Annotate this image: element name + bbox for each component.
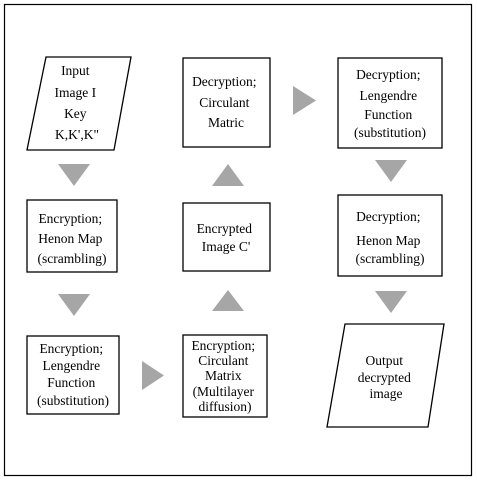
node-shape: [182, 57, 271, 148]
node-shape: [182, 334, 268, 418]
arrow-right-legendre-to-circulant: [142, 361, 164, 390]
arrow-right-circulant-to-legendre: [293, 86, 316, 115]
encryption-circulant-node: Encryption; Circulant Matrix (Multilayer…: [182, 334, 268, 418]
arrow-down-input-to-henon: [58, 164, 90, 186]
arrow-up-encrypted-to-decryption: [212, 164, 244, 186]
node-label: Input Image I Key K,K',K": [55, 63, 100, 142]
outer-frame: [3, 3, 473, 477]
node-shape: [26, 335, 120, 415]
node-label: Decryption; Henon Map (scrambling): [356, 209, 425, 266]
input-image-key-node: Input Image I Key K,K',K": [26, 56, 132, 151]
arrow-up-circulant-to-encrypted: [212, 290, 244, 311]
encryption-henon-node: Encryption; Henon Map (scrambling): [26, 199, 118, 273]
node-label: Output decrypted image: [358, 353, 415, 401]
decryption-legendre-node: Decryption; Lengendre Function (substitu…: [337, 57, 443, 149]
arrow-down-henon-to-output: [375, 291, 407, 313]
node-shape: [182, 202, 271, 272]
arrow-down-legendre-to-henon: [375, 160, 407, 182]
node-shape: [26, 199, 118, 273]
node-label: Decryption; Circulant Matric: [192, 74, 260, 130]
encryption-legendre-node: Encryption; Lengendre Function (substitu…: [26, 335, 120, 415]
node-label: Encryption; Circulant Matrix (Multilayer…: [191, 338, 258, 414]
node-shape: [326, 323, 445, 428]
node-label: Encryption; Henon Map (scrambling): [38, 211, 107, 266]
node-label: Decryption; Lengendre Function (substitu…: [354, 67, 426, 140]
arrow-down-henon-to-legendre: [58, 294, 90, 316]
output-decrypted-image-node: Output decrypted image: [326, 323, 445, 428]
node-shape: [26, 56, 132, 151]
node-shape: [337, 194, 443, 277]
decryption-henon-node: Decryption; Henon Map (scrambling): [337, 194, 443, 277]
node-label: Encrypted Image C': [197, 221, 256, 254]
node-shape: [337, 57, 443, 149]
node-label: Encryption; Lengendre Function (substitu…: [37, 341, 109, 408]
encrypted-image-node: Encrypted Image C': [182, 202, 271, 272]
decryption-circulant-node: Decryption; Circulant Matric: [182, 57, 271, 148]
